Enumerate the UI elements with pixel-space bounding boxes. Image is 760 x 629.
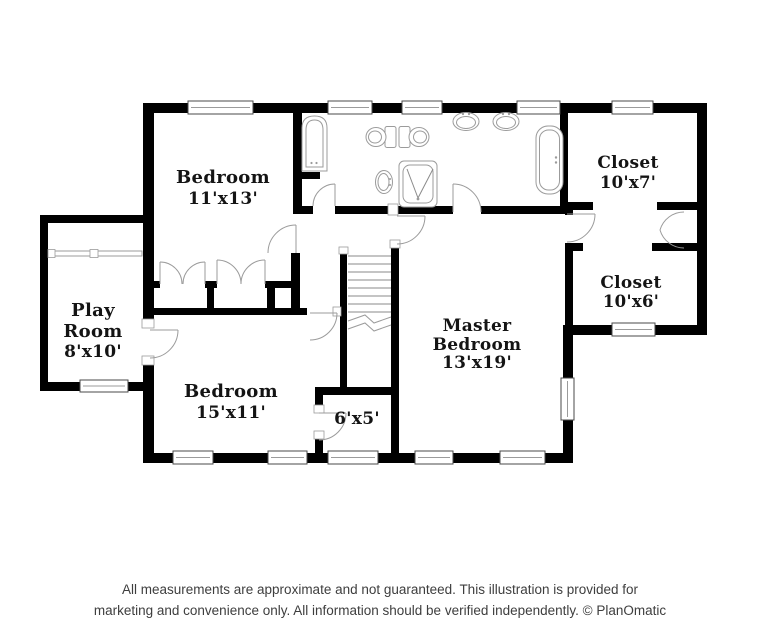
window-icon	[327, 450, 379, 465]
room-label-closet-upper: Closet	[597, 153, 658, 173]
room-dims-bedroom-bottom: 15'x11'	[196, 403, 266, 423]
playroom-closet-rod-icon	[47, 249, 143, 258]
door-linen-bifold	[659, 211, 685, 249]
window-icon	[327, 100, 373, 115]
door-bedroom-top-closet-right2	[240, 259, 266, 285]
doors	[149, 183, 685, 441]
window-icon	[499, 450, 546, 465]
window-icon	[187, 100, 254, 115]
window-icon	[414, 450, 454, 465]
master-shower-icon	[398, 160, 438, 208]
door-playroom	[149, 329, 179, 359]
room-dims-nook: 6'x5'	[334, 409, 380, 429]
master-toilet-icon	[398, 126, 430, 148]
hall-toilet-icon	[365, 126, 397, 148]
door-closet-hall	[566, 213, 596, 243]
window-icon	[401, 100, 443, 115]
master-sink-right-icon	[492, 112, 520, 131]
door-bedroom-top-closet-left2	[182, 261, 206, 285]
window-icon	[611, 322, 656, 337]
room-label-playroom-line2: Room	[63, 321, 122, 342]
door-master-bath	[452, 183, 482, 213]
door-bedroom-top-entry	[267, 224, 297, 254]
room-dims-bedroom-top: 11'x13'	[188, 189, 258, 209]
window-icon	[267, 450, 308, 465]
master-soaking-tub-icon	[535, 125, 564, 195]
window-icon	[172, 450, 214, 465]
hall-bathtub-icon	[301, 115, 328, 172]
room-label-closet-lower: Closet	[600, 273, 661, 293]
room-dims-master: 13'x19'	[442, 353, 512, 373]
room-label-bedroom-top: Bedroom	[176, 167, 270, 188]
master-sink-left-icon	[452, 112, 480, 131]
room-label-bedroom-bottom: Bedroom	[184, 381, 278, 402]
door-nook	[318, 412, 347, 441]
window-icon	[611, 100, 654, 115]
room-label-master-line2: Bedroom	[433, 335, 522, 355]
disclaimer-line-1: All measurements are approximate and not…	[121, 582, 639, 597]
door-hall-bath	[312, 183, 336, 207]
room-label-playroom-line1: Play	[71, 300, 115, 321]
disclaimer-footer: All measurements are approximate and not…	[0, 579, 760, 621]
stairs-icon	[347, 255, 392, 332]
room-label-master-line1: Master	[443, 316, 513, 336]
hall-sink-icon	[375, 170, 393, 194]
window-icon	[79, 379, 129, 393]
room-dims-closet-upper: 10'x7'	[600, 173, 656, 192]
room-dims-playroom: 8'x10'	[64, 342, 122, 362]
windows	[79, 100, 656, 465]
floorplan-canvas: Bedroom 11'x13' Play Room 8'x10' Bedroom…	[40, 100, 707, 465]
door-bedroom-top-closet-right	[216, 259, 242, 285]
door-bedroom-top-closet-left	[159, 261, 183, 285]
door-bedroom-bottom-entry	[309, 312, 338, 341]
window-icon	[516, 100, 561, 115]
door-master-entry	[396, 215, 426, 245]
window-icon	[560, 377, 575, 421]
disclaimer-line-2: marketing and convenience only. All info…	[93, 603, 667, 618]
room-dims-closet-lower: 10'x6'	[603, 292, 659, 311]
